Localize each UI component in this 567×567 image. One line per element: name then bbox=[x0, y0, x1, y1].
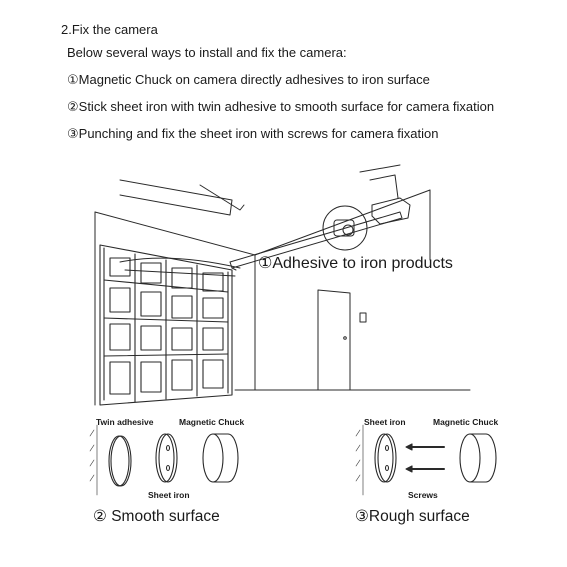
sheet-iron-label-rough: Sheet iron bbox=[364, 417, 406, 427]
garage-walls bbox=[94, 189, 471, 406]
door-tracks bbox=[119, 179, 245, 277]
intro-text: Below several ways to install and fix th… bbox=[67, 45, 347, 60]
screws-label: Screws bbox=[408, 490, 438, 500]
step-2-text: ②Stick sheet iron with twin adhesive to … bbox=[67, 99, 495, 114]
opener-motor bbox=[359, 164, 411, 225]
smooth-surface-caption: ② Smooth surface bbox=[93, 508, 220, 525]
sheet-iron-shape bbox=[158, 433, 178, 483]
step-3-text: ③Punching and fix the sheet iron with sc… bbox=[67, 126, 439, 141]
twin-adhesive-shape bbox=[110, 435, 132, 487]
rough-surface-diagram bbox=[355, 424, 497, 496]
magnetic-chuck-label-smooth: Magnetic Chuck bbox=[179, 417, 245, 427]
step-1-text: ①Magnetic Chuck on camera directly adhes… bbox=[67, 72, 430, 87]
adhesive-callout: ①Adhesive to iron products bbox=[258, 255, 453, 272]
garage-door bbox=[99, 244, 233, 406]
smooth-surface-diagram bbox=[89, 424, 239, 496]
magnetic-chuck-label-rough: Magnetic Chuck bbox=[433, 417, 499, 427]
screws-shape bbox=[405, 443, 445, 473]
twin-adhesive-label: Twin adhesive bbox=[96, 417, 154, 427]
magnetic-chuck-shape bbox=[212, 433, 239, 483]
interior-door bbox=[317, 289, 367, 391]
rough-surface-caption: ③Rough surface bbox=[355, 508, 470, 525]
camera-detail bbox=[322, 205, 368, 251]
sheet-iron-label-smooth: Sheet iron bbox=[148, 490, 190, 500]
section-heading: 2.Fix the camera bbox=[61, 22, 158, 37]
